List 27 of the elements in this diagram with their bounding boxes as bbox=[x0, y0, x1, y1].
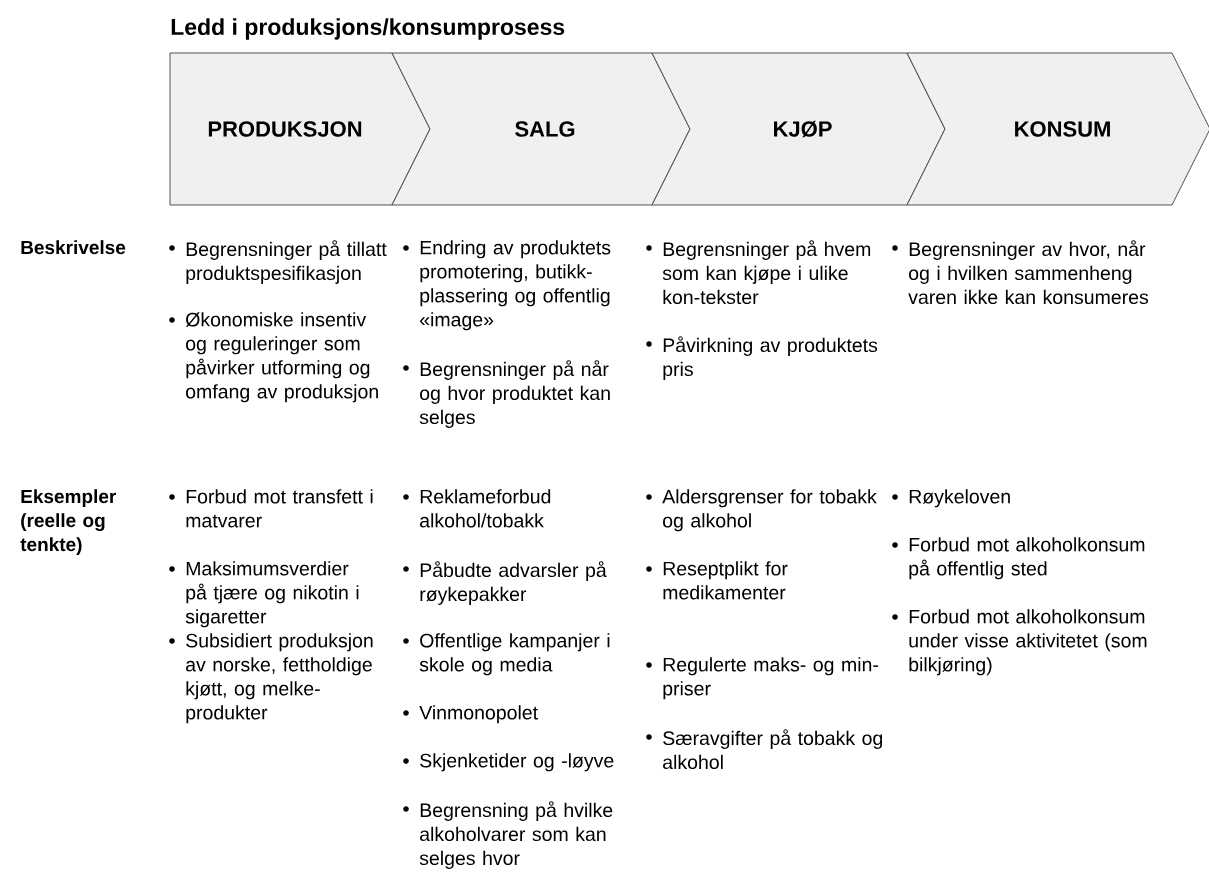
bullet-text: Endring av produktets promotering, butikk-plassering og offentlig «image» bbox=[420, 240, 611, 331]
title: Ledd i produksjons/konsumprosess bbox=[171, 18, 565, 40]
bullet-text: Særavgifter på tobakk og alkohol bbox=[663, 729, 882, 770]
row-header: Beskrivelse bbox=[21, 240, 126, 255]
bullet-text: Forbud mot alkoholkonsum under visse aktivitetet (som bilkjøring) bbox=[909, 609, 1147, 676]
bullet-text: Røykeloven bbox=[909, 489, 1010, 508]
bullet-text: Regulerte maks- og min-priser bbox=[663, 657, 879, 700]
bullet-text: Skjenketider og -løyve bbox=[420, 753, 614, 772]
bullet-text: Begrensninger på når og hvor produktet kan selges bbox=[419, 360, 610, 428]
bullet-text: Påvirkning av produktets pris bbox=[663, 336, 878, 380]
bullet-text: Reklameforbud alkohol/tobakk bbox=[420, 489, 551, 528]
bullet-text: Reseptplikt for medikamenter bbox=[663, 561, 788, 600]
bullet-text: Begrensning på hvilke alkoholvarer som kan selges hvor bbox=[419, 801, 613, 869]
bullet-text: Maksimumsverdier på tjære og nikotin i sigaretter bbox=[185, 561, 359, 628]
bullet-text: Økonomiske insentiv og reguleringer som påvirker utforming og omfang av produksjon bbox=[185, 312, 378, 403]
bullet-text: Aldersgrenser for tobakk og alkohol bbox=[662, 489, 877, 532]
bullet-text: Offentlige kampanjer i skole og media bbox=[419, 633, 610, 676]
node-label: KONSUM bbox=[1015, 121, 1110, 137]
bullet-text: Begrensninger på tillatt produktspesifikasjon bbox=[186, 240, 387, 284]
bullet-text: Begrensninger av hvor, når og i hvilken sammenheng varen ikke kan konsumeres bbox=[908, 240, 1149, 305]
bullet-text: Forbud mot alkoholkonsum på offentlig sted bbox=[909, 537, 1145, 580]
bullet-text: Vinmonopolet bbox=[419, 705, 538, 724]
bullet-text: Subsidiert produksjon av norske, fettholdige kjøtt, og melke-produkter bbox=[186, 633, 373, 724]
bullet-text: Påbudte advarsler på røykepakker bbox=[420, 561, 607, 605]
bullet-text: Forbud mot transfett i matvarer bbox=[186, 489, 373, 528]
row-header: Eksempler (reelle og tenkte) bbox=[20, 489, 116, 555]
bullet-text: Begrensninger på hvem som kan kjøpe i ulike kon-tekster bbox=[662, 240, 871, 305]
